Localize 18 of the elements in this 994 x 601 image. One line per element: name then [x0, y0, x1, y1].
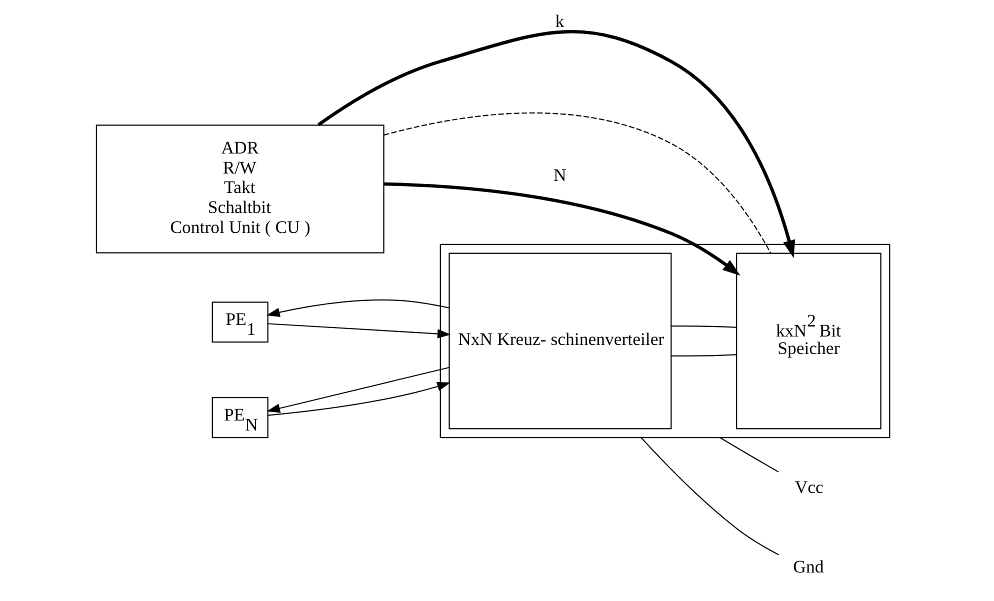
arrow: [268, 382, 450, 416]
arrow: [316, 30, 795, 258]
connector: [719, 437, 778, 472]
arrow: [266, 299, 449, 317]
node-box: ADR R/W Takt Schaltbit Control Unit ( CU ): [95, 124, 384, 254]
connector: [670, 325, 736, 328]
edge-label: N: [553, 165, 566, 186]
node-text: Gnd: [792, 556, 824, 577]
node-box: NxN Kreuz- schinenverteiler: [448, 252, 672, 430]
connector: [383, 112, 771, 254]
arrow: [266, 366, 449, 413]
arrow: [383, 182, 740, 276]
node-text: Vcc: [794, 476, 823, 497]
edge-label: k: [554, 10, 564, 31]
arrow: [268, 323, 450, 338]
connector: [640, 437, 778, 556]
connector: [670, 354, 736, 357]
cluster: [439, 244, 890, 438]
